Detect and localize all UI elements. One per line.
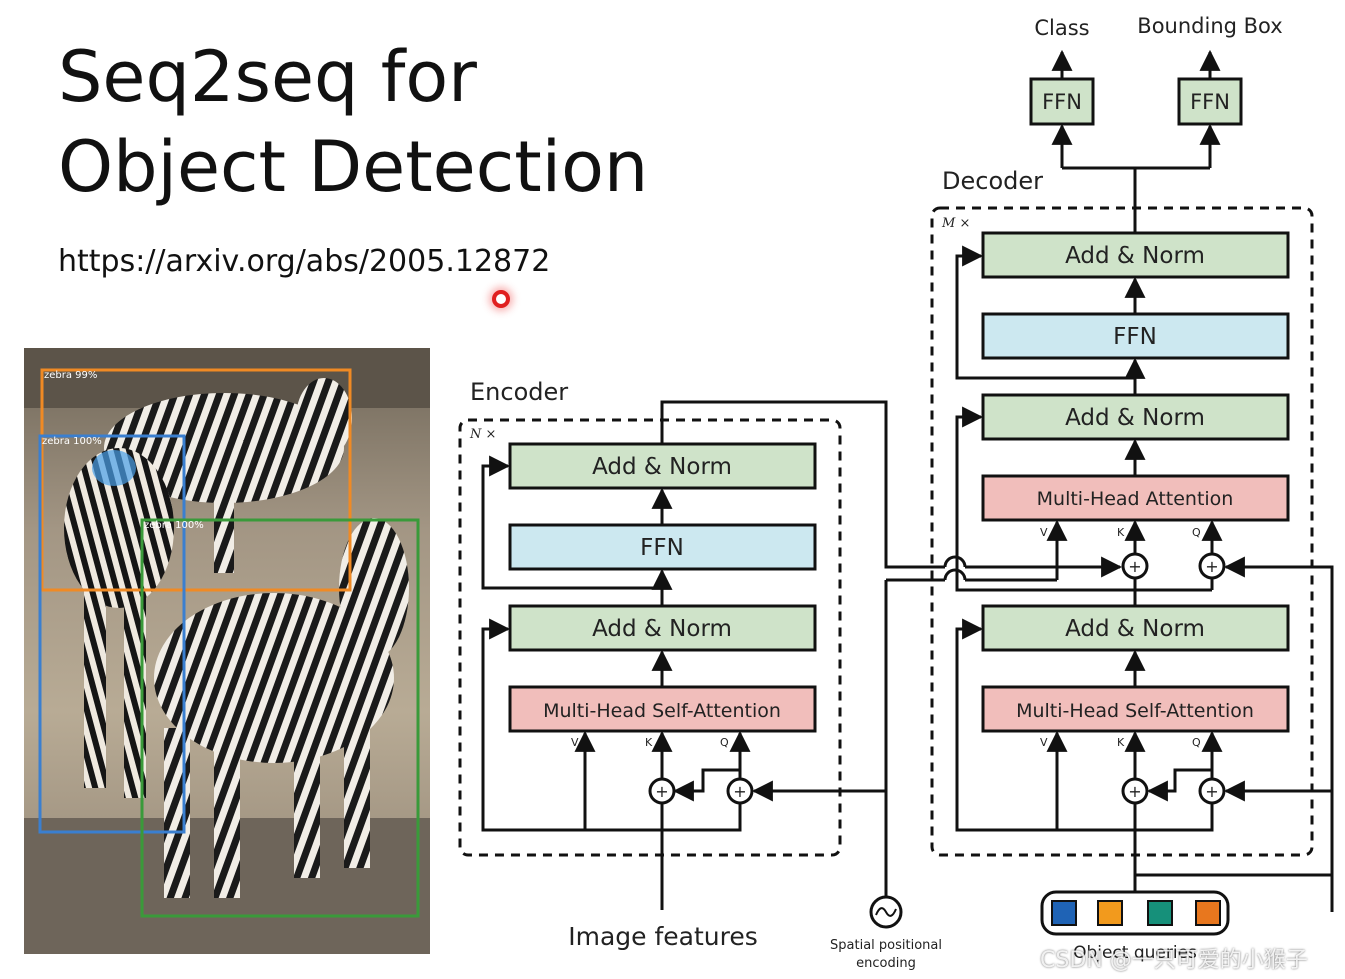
decoder-cross-k-label: K	[1117, 526, 1125, 539]
detection-box-blue	[38, 434, 186, 834]
detection-box-orange	[40, 368, 352, 592]
query-token-2	[1097, 900, 1123, 926]
query-token-1	[1051, 900, 1077, 926]
image-features-label: Image features	[568, 922, 758, 951]
positional-encoding-symbol	[869, 895, 903, 929]
positional-encoding-label-2: encoding	[856, 956, 916, 971]
encoder-connections	[481, 400, 1123, 910]
decoder-cross-attention: Multi-Head Attention	[981, 474, 1290, 522]
decoder-title: Decoder	[942, 167, 1043, 195]
csdn-watermark: CSDN @一只可爱的小猴子	[1040, 948, 1308, 973]
encoder-sum-k: +	[648, 777, 676, 805]
svg-text:+: +	[655, 782, 668, 801]
zebra-photo-illustration: zebra 99% zebra 100% zebra 100%	[24, 348, 430, 954]
detection-box-green	[140, 518, 420, 918]
detection-label-3: zebra 100%	[144, 520, 204, 531]
bbox-ffn-label: FFN	[1190, 90, 1230, 114]
detection-label-1: zebra 99%	[44, 370, 97, 381]
decoder-cross-attention-label: Multi-Head Attention	[1037, 488, 1234, 510]
decoder-repeat-label: M ×	[941, 216, 970, 231]
encoder-q-label: Q	[720, 736, 729, 749]
decoder-cross-sum-k: +	[1121, 552, 1149, 580]
encoder-sum-q: +	[726, 777, 754, 805]
decoder-self-sum-k: +	[1121, 777, 1149, 805]
class-output-label: Class	[1034, 16, 1089, 40]
decoder-add-norm-bottom: Add & Norm	[981, 604, 1290, 652]
encoder-self-attention-label: Multi-Head Self-Attention	[543, 700, 781, 722]
decoder-add-norm-bottom-label: Add & Norm	[1065, 616, 1205, 642]
encoder-repeat-label: N ×	[469, 427, 496, 442]
bbox-ffn-head: FFN	[1177, 77, 1243, 126]
bbox-output-label: Bounding Box	[1137, 14, 1282, 38]
slide-title-line-1: Seq2seq for	[58, 36, 477, 118]
class-ffn-head: FFN	[1029, 77, 1095, 126]
object-queries	[1040, 890, 1230, 936]
query-token-3	[1147, 900, 1173, 926]
svg-text:+: +	[1205, 557, 1218, 576]
decoder-add-norm-mid-label: Add & Norm	[1065, 405, 1205, 431]
svg-text:+: +	[1128, 782, 1141, 801]
decoder-add-norm-mid: Add & Norm	[981, 393, 1290, 441]
decoder-self-attention: Multi-Head Self-Attention	[981, 685, 1290, 733]
svg-text:+: +	[1128, 557, 1141, 576]
encoder-add-norm-top-label: Add & Norm	[592, 454, 732, 480]
decoder-self-v-label: V	[1040, 736, 1048, 749]
class-ffn-label: FFN	[1042, 90, 1082, 114]
svg-text:+: +	[733, 782, 746, 801]
decoder-self-k-label: K	[1117, 736, 1125, 749]
decoder-add-norm-top-label: Add & Norm	[1065, 243, 1205, 269]
decoder-ffn-label: FFN	[1113, 324, 1157, 350]
encoder-block-border	[458, 418, 842, 857]
encoder-k-label: K	[645, 736, 653, 749]
decoder-self-attention-label: Multi-Head Self-Attention	[1016, 700, 1254, 722]
decoder-self-q-label: Q	[1192, 736, 1201, 749]
encoder-ffn: FFN	[508, 523, 817, 571]
encoder-add-norm-bottom: Add & Norm	[508, 604, 817, 652]
object-queries-label: Object queries	[1073, 943, 1197, 963]
decoder-cross-v-label: V	[1040, 526, 1048, 539]
decoder-self-sum-q: +	[1198, 777, 1226, 805]
slide-title-line-2: Object Detection	[58, 126, 649, 208]
paper-link[interactable]: https://arxiv.org/abs/2005.12872	[58, 244, 551, 279]
encoder-self-attention: Multi-Head Self-Attention	[508, 685, 817, 733]
decoder-cross-sum-q: +	[1198, 552, 1226, 580]
query-token-4	[1195, 900, 1221, 926]
decoder-ffn: FFN	[981, 312, 1290, 360]
decoder-connections	[955, 49, 1334, 912]
encoder-add-norm-top: Add & Norm	[508, 442, 817, 490]
positional-encoding-label-1: Spatial positional	[830, 938, 942, 953]
svg-text:+: +	[1205, 782, 1218, 801]
pointer-cursor	[492, 290, 510, 308]
zebra-photo: zebra 99% zebra 100% zebra 100%	[24, 348, 430, 954]
decoder-block-border	[930, 206, 1314, 857]
decoder-add-norm-top: Add & Norm	[981, 231, 1290, 279]
encoder-title: Encoder	[470, 378, 568, 406]
decoder-cross-q-label: Q	[1192, 526, 1201, 539]
encoder-ffn-label: FFN	[640, 535, 684, 561]
encoder-add-norm-bottom-label: Add & Norm	[592, 616, 732, 642]
encoder-v-label: V	[571, 736, 579, 749]
detection-label-2: zebra 100%	[42, 436, 102, 447]
